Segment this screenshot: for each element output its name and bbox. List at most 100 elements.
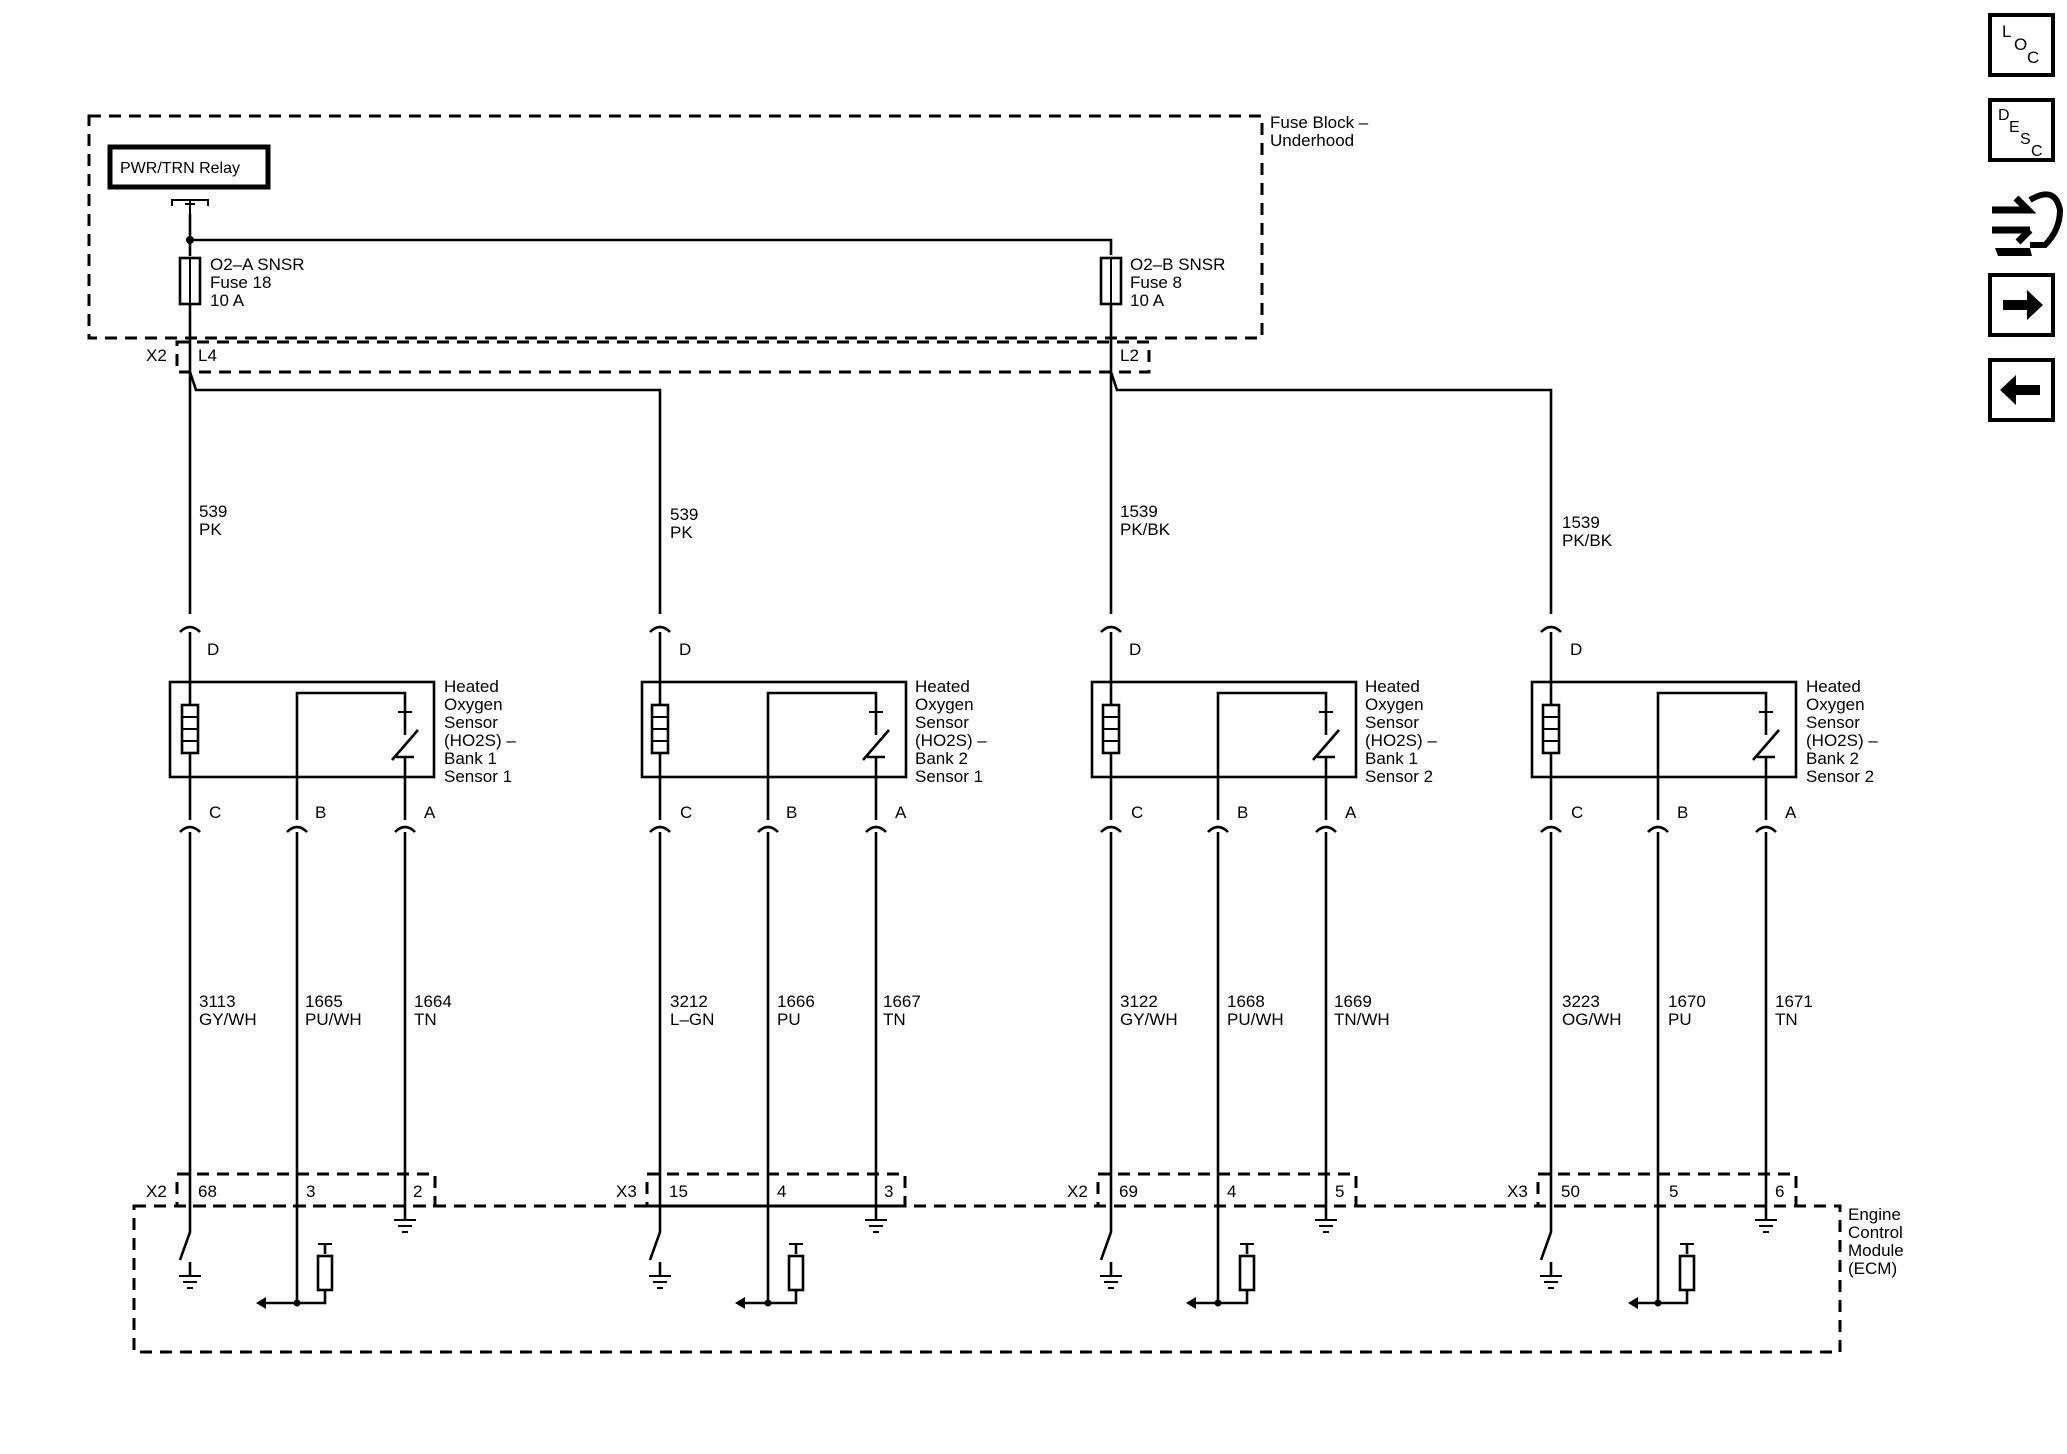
ecm-pin: 4 xyxy=(777,1182,786,1201)
ho2s-bank1-sensor2: D Heated Oxygen Sensor (HO2S) – Bank 1 S… xyxy=(1067,625,1437,1309)
connector-b-icon xyxy=(286,825,308,833)
fuse-bus xyxy=(188,214,1113,255)
resistor-icon xyxy=(316,1254,334,1292)
sensor-label: Heated xyxy=(1365,677,1420,696)
wire-color: TN xyxy=(414,1010,437,1029)
sensor-box xyxy=(168,680,436,779)
pin-l4: L4 xyxy=(198,346,217,365)
pin-b: B xyxy=(1677,803,1688,822)
wire-color: OG/WH xyxy=(1562,1010,1622,1029)
resistor-icon xyxy=(1238,1254,1256,1292)
ecm-connector xyxy=(175,1172,437,1208)
pin-d: D xyxy=(1129,640,1141,659)
fuse-block: Fuse Block – Underhood PWR/TRN Relay O2–… xyxy=(87,113,1369,374)
ground-icon xyxy=(649,1275,671,1289)
sensor-label: Sensor 2 xyxy=(1365,767,1433,786)
wire-circuit: 1664 xyxy=(414,992,452,1011)
ecm-pin: 5 xyxy=(1669,1182,1678,1201)
pin-d: D xyxy=(679,640,691,659)
wire-circuit: 3122 xyxy=(1120,992,1158,1011)
svg-text:D: D xyxy=(1998,107,2010,124)
pin-b: B xyxy=(786,803,797,822)
connector-c-icon xyxy=(179,825,201,833)
pin-d: D xyxy=(1570,640,1582,659)
svg-text:O: O xyxy=(2014,35,2027,54)
switch-icon xyxy=(648,1208,662,1276)
relay-contact-icon xyxy=(171,199,209,214)
sensor-label: (HO2S) – xyxy=(1806,731,1878,750)
sensor-label: Bank 1 xyxy=(1365,749,1418,768)
pin-l2: L2 xyxy=(1120,346,1139,365)
wire-color: TN xyxy=(883,1010,906,1029)
sensor-label: Heated xyxy=(444,677,499,696)
ground-icon xyxy=(865,1219,887,1233)
ground-icon xyxy=(179,1275,201,1289)
ground-icon xyxy=(394,1219,416,1233)
wire-color: PU/WH xyxy=(305,1010,362,1029)
sensor-element-icon xyxy=(391,705,419,820)
wire-color: GY/WH xyxy=(199,1010,257,1029)
fuse-a-rating: 10 A xyxy=(210,291,245,310)
ecm-pin: 3 xyxy=(884,1182,893,1201)
switch-icon xyxy=(1099,1208,1113,1276)
arrow-left-icon xyxy=(2000,375,2040,405)
wire-circuit: 3113 xyxy=(199,992,236,1011)
location-button[interactable]: L O C xyxy=(1988,13,2055,77)
sensor-label: Sensor xyxy=(915,713,969,732)
ho2s-bank2-sensor2: D Heated Oxygen Sensor (HO2S) – Bank 2 S… xyxy=(1507,625,1878,1309)
feed-wire-circuit: 539 xyxy=(199,502,227,521)
connector-a-icon xyxy=(1315,825,1337,833)
ecm-connector xyxy=(1096,1172,1358,1208)
sensor-label: (HO2S) – xyxy=(1365,731,1437,750)
sensor-label: (HO2S) – xyxy=(915,731,987,750)
pin-a: A xyxy=(895,803,907,822)
sensor-label: Sensor 1 xyxy=(915,767,983,786)
sensor-label: Oxygen xyxy=(1806,695,1865,714)
svg-text:E: E xyxy=(2009,119,2020,136)
ecm-pin: 2 xyxy=(413,1182,422,1201)
sensor-element-icon xyxy=(862,705,890,820)
wire-color: TN/WH xyxy=(1334,1010,1390,1029)
pin-c: C xyxy=(209,803,221,822)
feed-wire-circuit: 1539 xyxy=(1562,513,1600,532)
ecm-connector-label: X3 xyxy=(1507,1182,1528,1201)
pin-c: C xyxy=(1571,803,1583,822)
description-button[interactable]: D E S C xyxy=(1988,98,2055,162)
feed-wire-circuit: 539 xyxy=(670,505,698,524)
wire-circuit: 3223 xyxy=(1562,992,1600,1011)
wire-circuit: 1669 xyxy=(1334,992,1372,1011)
feed-wire-color: PK/BK xyxy=(1120,520,1171,539)
ecm-label: (ECM) xyxy=(1848,1259,1897,1278)
ho2s-bank2-sensor1: D Heated Oxygen Sensor (HO2S) – Bank 2 S… xyxy=(616,625,987,1309)
sensor-label: Sensor xyxy=(444,713,498,732)
svg-text:C: C xyxy=(2027,48,2039,67)
pin-b: B xyxy=(315,803,326,822)
ecm-connector xyxy=(1536,1172,1798,1208)
pin-c: C xyxy=(680,803,692,822)
relay-box xyxy=(107,144,271,190)
wire-color: PU xyxy=(1668,1010,1692,1029)
connector-b-icon xyxy=(1207,825,1229,833)
feed-wire-color: PK xyxy=(670,523,693,542)
connector-d-icon xyxy=(1100,625,1122,633)
connector-x2-label: X2 xyxy=(146,346,167,365)
ground-icon xyxy=(1315,1219,1337,1233)
wire-circuit: 1671 xyxy=(1775,992,1813,1011)
ecm-pin: 4 xyxy=(1227,1182,1236,1201)
wire-circuit: 1670 xyxy=(1668,992,1706,1011)
pin-a: A xyxy=(424,803,436,822)
connector-c-icon xyxy=(649,825,671,833)
sensor-label: Bank 1 xyxy=(444,749,497,768)
previous-page-button[interactable] xyxy=(1988,358,2055,422)
ecm-pin: 15 xyxy=(669,1182,688,1201)
sensor-element-icon xyxy=(1752,705,1780,820)
ecm-pin: 3 xyxy=(306,1182,315,1201)
pin-a: A xyxy=(1785,803,1797,822)
next-page-button[interactable] xyxy=(1988,273,2055,337)
sensor-label: Oxygen xyxy=(444,695,503,714)
feed-wire-branch-b2 xyxy=(1109,304,1553,614)
connector-repair-icon[interactable] xyxy=(1992,191,2064,256)
ecm-outline xyxy=(132,1204,1842,1354)
ecm-connector-label: X3 xyxy=(616,1182,637,1201)
fuse-b-name: O2–B SNSR xyxy=(1130,255,1225,274)
